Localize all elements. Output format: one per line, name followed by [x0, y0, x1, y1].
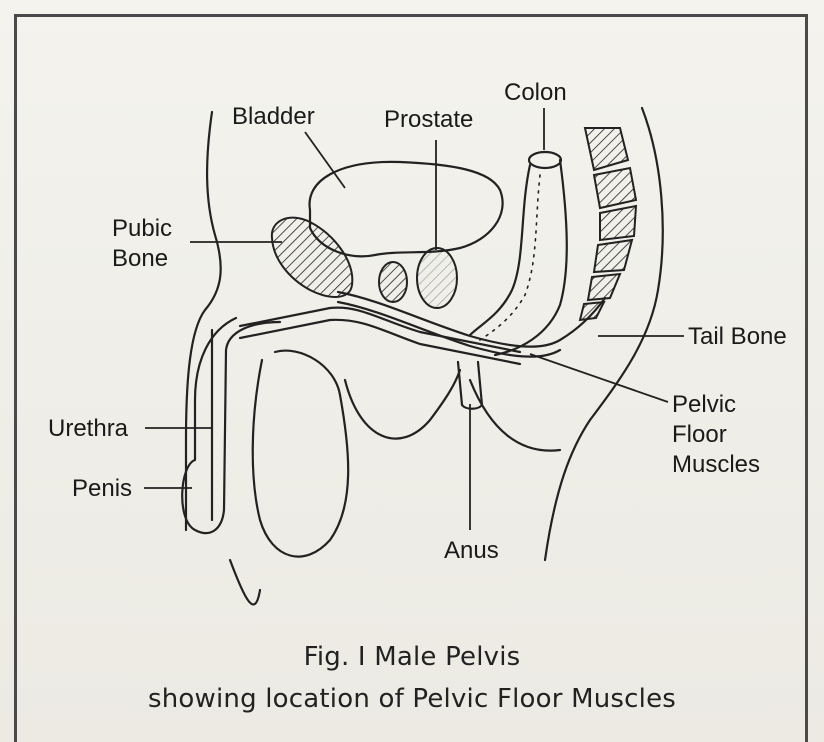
label-prostate: Prostate [384, 106, 473, 133]
scrotum-outline [253, 351, 348, 557]
bladder-shape [310, 162, 503, 256]
caption-subtitle: showing location of Pelvic Floor Muscles [0, 684, 824, 714]
colon-opening [529, 152, 561, 168]
penis-outline [182, 318, 280, 533]
front-body-outline [186, 112, 221, 530]
caption-title: Fig. I Male Pelvis [0, 642, 824, 672]
tailbone-segment-5 [588, 274, 620, 300]
label-pelvic-floor-2: Floor [672, 421, 727, 448]
tailbone-segment-6 [580, 302, 604, 320]
label-pubic-bone-2: Bone [112, 245, 168, 272]
label-bladder: Bladder [232, 103, 315, 130]
tailbone-segment-2 [594, 168, 636, 208]
label-colon: Colon [504, 79, 567, 106]
tailbone-segment-4 [594, 240, 632, 272]
buttock-outline [470, 380, 560, 451]
leg-outline [230, 560, 260, 604]
tailbone-segment-1 [585, 128, 628, 170]
label-pubic-bone-1: Pubic [112, 215, 172, 242]
seminal-gland [379, 262, 407, 302]
label-pelvic-floor-3: Muscles [672, 451, 760, 478]
leader-bladder [305, 132, 345, 188]
label-penis: Penis [72, 475, 132, 502]
prostate-gland [417, 248, 457, 308]
colon-shape [470, 160, 567, 355]
label-tail-bone: Tail Bone [688, 323, 787, 350]
inner-leg-outline [345, 370, 460, 439]
pubic-bone [272, 218, 352, 297]
label-urethra: Urethra [48, 415, 129, 442]
label-pelvic-floor-1: Pelvic [672, 391, 736, 418]
leader-pelvic-floor [530, 354, 668, 402]
label-anus: Anus [444, 537, 499, 564]
pelvic-floor-muscles [338, 292, 605, 347]
colon-texture [480, 175, 540, 340]
tailbone-segment-3 [600, 206, 636, 240]
